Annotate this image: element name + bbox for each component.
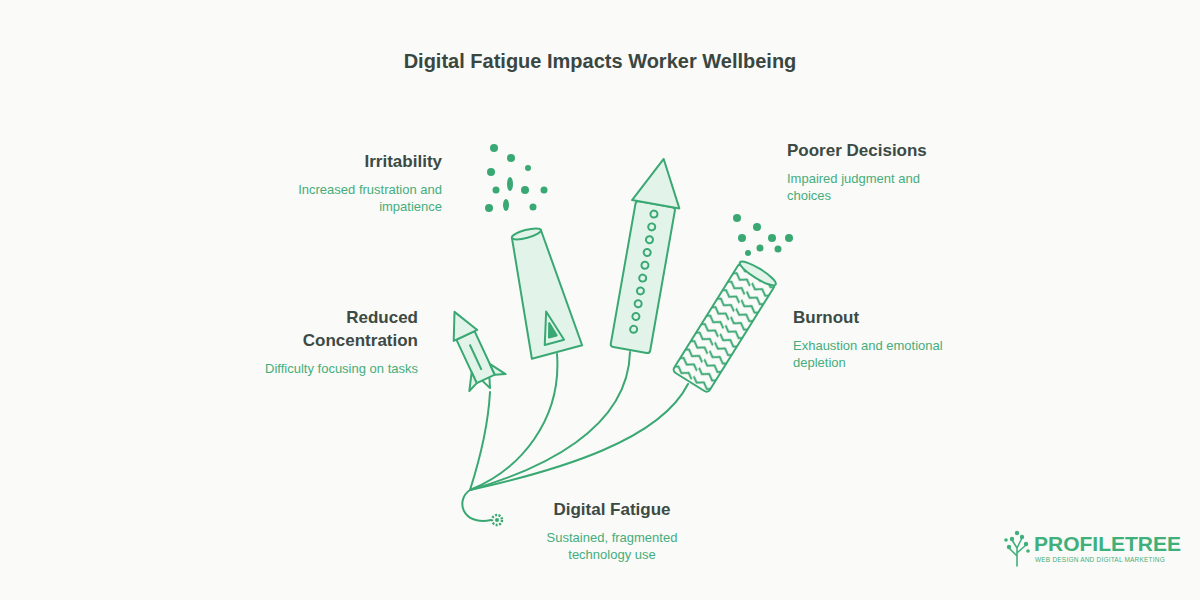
spark-dot bbox=[541, 187, 548, 194]
node-heading: Reduced Concentration bbox=[278, 306, 418, 352]
spark-dot bbox=[768, 234, 776, 242]
leaf bbox=[1015, 531, 1019, 535]
tall-rocket bbox=[606, 155, 687, 354]
node-description: Difficulty focusing on tasks bbox=[208, 360, 418, 377]
spark-dot bbox=[507, 154, 515, 162]
rocket-body bbox=[456, 331, 494, 383]
rocket-dot bbox=[641, 261, 649, 269]
effect-label: IrritabilityIncreased frustration and im… bbox=[262, 150, 442, 215]
spark-dot bbox=[490, 144, 498, 152]
fuse-line bbox=[470, 384, 688, 490]
cone-triangle-inner bbox=[545, 322, 556, 338]
effect-label: Digital FatigueSustained, fragmented tec… bbox=[517, 498, 707, 563]
tree-leaves bbox=[1004, 531, 1030, 553]
rocket-body bbox=[610, 201, 675, 354]
rocket-nose bbox=[632, 155, 687, 209]
leaf bbox=[1026, 549, 1030, 553]
spark-dot bbox=[738, 234, 746, 242]
small-rocket bbox=[436, 303, 508, 396]
rocket-dot bbox=[645, 236, 653, 244]
node-heading: Burnout bbox=[793, 306, 983, 329]
rocket-dot bbox=[639, 274, 647, 282]
rocket-nose bbox=[443, 306, 478, 341]
spark-dot bbox=[757, 245, 764, 252]
rocket-dot bbox=[632, 312, 640, 320]
fountain-sparks bbox=[485, 144, 548, 212]
node-heading: Digital Fatigue bbox=[517, 498, 707, 521]
logo-name: PROFILETREE bbox=[1034, 533, 1181, 554]
leaf bbox=[1007, 545, 1011, 549]
logo-tagline: WEB DESIGN AND DIGITAL MARKETING bbox=[1035, 557, 1165, 564]
fuse-lines bbox=[462, 352, 688, 521]
zigzag-rocket bbox=[672, 258, 778, 393]
node-heading: Poorer Decisions bbox=[787, 139, 967, 162]
rocket-dot bbox=[636, 287, 644, 295]
zigzag-sparks bbox=[733, 214, 793, 256]
rocket-fins bbox=[463, 360, 506, 391]
spark-dot bbox=[753, 223, 761, 231]
rocket-body bbox=[672, 262, 775, 393]
effect-label: BurnoutExhaustion and emotional depletio… bbox=[793, 306, 983, 371]
rocket-dots bbox=[630, 210, 658, 333]
spark-dot bbox=[485, 204, 493, 212]
rocket-nozzle bbox=[482, 377, 493, 389]
node-description: Increased frustration and impatience bbox=[262, 181, 442, 215]
spark-dot bbox=[487, 168, 495, 176]
spark-dot bbox=[530, 204, 537, 211]
rocket-top bbox=[737, 258, 778, 289]
spark-streak bbox=[503, 199, 509, 211]
node-description: Impaired judgment and choices bbox=[787, 170, 967, 204]
spark-dot bbox=[521, 186, 529, 194]
tree-branches bbox=[1009, 538, 1026, 566]
rocket-dot bbox=[643, 248, 651, 256]
spark-dot bbox=[493, 187, 500, 194]
rocket-dot bbox=[650, 210, 658, 218]
rocket-dot bbox=[634, 300, 642, 308]
rocket-dot bbox=[648, 223, 656, 231]
node-heading: Irritability bbox=[262, 150, 442, 173]
leaf bbox=[1024, 542, 1028, 546]
rocket-dot bbox=[630, 325, 638, 333]
spark-dot bbox=[785, 234, 793, 242]
cone-body bbox=[500, 227, 582, 358]
diagram-title: Digital Fatigue Impacts Worker Wellbeing bbox=[0, 50, 1200, 73]
spark-dot bbox=[733, 214, 741, 222]
spark-gear bbox=[492, 515, 502, 525]
fuse-line bbox=[470, 392, 490, 490]
logo-tree bbox=[1004, 531, 1030, 566]
effect-label: Reduced ConcentrationDifficulty focusing… bbox=[208, 306, 418, 377]
leaf bbox=[1020, 535, 1024, 539]
cone-top bbox=[511, 226, 542, 241]
spark-dot bbox=[775, 246, 782, 253]
fuse-spark bbox=[492, 515, 502, 525]
node-description: Exhaustion and emotional depletion bbox=[793, 337, 983, 371]
effect-label: Poorer DecisionsImpaired judgment and ch… bbox=[787, 139, 967, 204]
rocket-stripe bbox=[470, 344, 482, 369]
spark-dot bbox=[525, 165, 531, 171]
leaf bbox=[1004, 538, 1008, 542]
cone-triangle bbox=[536, 309, 564, 345]
fuse-tail bbox=[462, 490, 491, 521]
cone-fountain bbox=[499, 224, 582, 359]
spark-dot bbox=[745, 250, 751, 256]
spark-streak bbox=[507, 177, 513, 191]
leaf bbox=[1010, 537, 1014, 541]
node-description: Sustained, fragmented technology use bbox=[517, 529, 707, 563]
spark-core bbox=[495, 518, 499, 522]
